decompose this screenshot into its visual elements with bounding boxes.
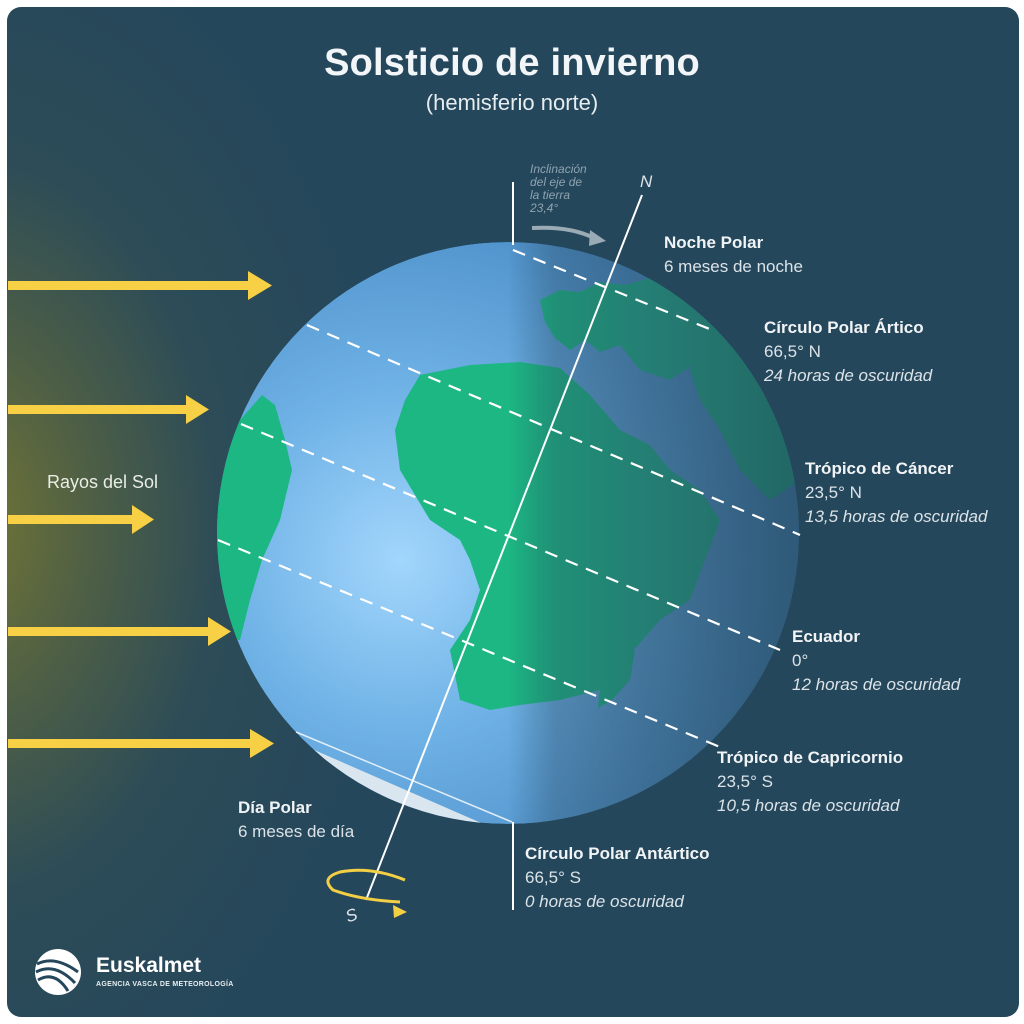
brand-logo: Euskalmet AGENCIA VASCA DE METEOROLOGÍA bbox=[36, 950, 236, 998]
tilt-line: 23,4° bbox=[530, 201, 559, 215]
sun-rays-label: Rayos del Sol bbox=[47, 472, 159, 492]
latitude-lines bbox=[217, 248, 801, 823]
tropic-cancer-line bbox=[306, 323, 801, 537]
zone-title: Trópico de Capricornio bbox=[717, 748, 904, 767]
equator-label: Ecuador 0° 12 horas de oscuridad bbox=[792, 625, 960, 697]
rotation-arrow-curve bbox=[326, 868, 406, 904]
zone-latitude: 0° bbox=[792, 651, 809, 670]
brand-name: Euskalmet bbox=[96, 954, 202, 977]
zone-latitude: 66,5° S bbox=[525, 868, 581, 887]
night-side-shade bbox=[217, 242, 799, 824]
rotation-arrow-head-icon bbox=[393, 905, 407, 918]
earth-axis-line bbox=[365, 194, 643, 901]
zone-darkness: 12 horas de oscuridad bbox=[792, 675, 961, 694]
sun-ray-arrow bbox=[8, 617, 231, 646]
zone-darkness: 24 horas de oscuridad bbox=[764, 366, 933, 385]
page-subtitle: (hemisferio norte) bbox=[425, 90, 599, 115]
sun-ray-arrow bbox=[8, 729, 274, 758]
axis-tilt-label: Inclinación del eje de la tierra 23,4° bbox=[530, 163, 587, 215]
zone-title: Día Polar bbox=[238, 798, 312, 817]
north-pole-label: N bbox=[640, 172, 653, 191]
tropic-capricorn-line bbox=[217, 538, 721, 749]
sun-ray-arrow bbox=[8, 395, 209, 424]
tropic-capricorn-label: Trópico de Capricornio 23,5° S 10,5 hora… bbox=[717, 746, 903, 818]
tilt-line: Inclinación bbox=[530, 162, 587, 176]
zone-title: Ecuador bbox=[792, 627, 861, 646]
tropic-cancer-label: Trópico de Cáncer 23,5° N 13,5 horas de … bbox=[805, 457, 987, 529]
zone-latitude: 23,5° S bbox=[717, 772, 773, 791]
zone-title: Trópico de Cáncer bbox=[805, 459, 954, 478]
polar-night-label: Noche Polar 6 meses de noche bbox=[664, 231, 803, 279]
zone-title: Círculo Polar Ártico bbox=[764, 318, 924, 337]
sun-ray-arrow bbox=[8, 271, 272, 300]
zone-latitude: 66,5° N bbox=[764, 342, 821, 361]
tilt-arrow-head-icon bbox=[589, 230, 606, 246]
zone-title: Círculo Polar Antártico bbox=[525, 844, 710, 863]
antarctic-circle-line bbox=[295, 731, 513, 823]
euskalmet-logo-icon bbox=[35, 949, 81, 995]
arctic-circle-line bbox=[512, 248, 713, 332]
tilt-line: del eje de bbox=[530, 175, 583, 189]
zone-latitude: 23,5° N bbox=[805, 483, 862, 502]
zone-darkness: 10,5 horas de oscuridad bbox=[717, 796, 900, 815]
zone-title: Noche Polar bbox=[664, 233, 764, 252]
sun-ray-arrow bbox=[8, 505, 154, 534]
equator-line bbox=[240, 422, 781, 652]
zone-darkness: 13,5 horas de oscuridad bbox=[805, 507, 988, 526]
zone-detail: 6 meses de noche bbox=[664, 257, 803, 276]
sun-rays bbox=[8, 271, 274, 758]
brand-tagline: AGENCIA VASCA DE METEOROLOGÍA bbox=[96, 981, 234, 988]
antarctic-circle-label: Círculo Polar Antártico 66,5° S 0 horas … bbox=[525, 842, 710, 914]
tilt-line: la tierra bbox=[530, 188, 571, 202]
zone-detail: 6 meses de día bbox=[238, 822, 355, 841]
tilt-arrow-curve bbox=[531, 225, 595, 240]
polar-day-label: Día Polar 6 meses de día bbox=[238, 796, 354, 844]
page-title: Solsticio de invierno bbox=[324, 42, 700, 84]
arctic-circle-label: Círculo Polar Ártico 66,5° N 24 horas de… bbox=[764, 316, 932, 388]
zone-darkness: 0 horas de oscuridad bbox=[525, 892, 684, 911]
